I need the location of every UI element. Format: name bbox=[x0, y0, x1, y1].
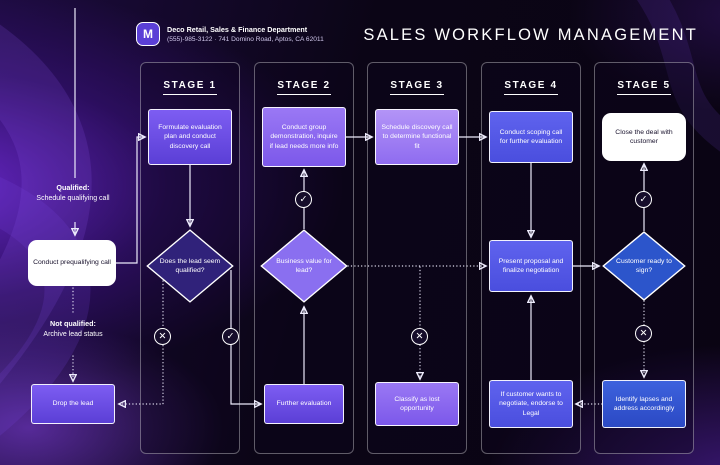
brand-block: M Deco Retail, Sales & Finance Departmen… bbox=[136, 22, 324, 46]
node-close-deal: Close the deal with customer bbox=[602, 113, 686, 161]
node-formulate: Formulate evaluation plan and conduct di… bbox=[148, 109, 232, 165]
decision-business-value-label: Business value for lead? bbox=[276, 257, 332, 274]
node-scoping: Conduct scoping call for further evaluat… bbox=[489, 111, 573, 163]
company-name: Deco Retail, Sales & Finance Department bbox=[167, 25, 308, 34]
cross-icon: ✕ bbox=[411, 328, 428, 345]
company-contact: (555)-985-3122 · 741 Domino Road, Aptos,… bbox=[167, 36, 324, 43]
decision-lead-qualified-label: Does the lead seem qualified? bbox=[159, 257, 221, 274]
node-classify-lost: Classify as lost opportunity bbox=[375, 382, 459, 426]
label-qualified: Qualified: Schedule qualifying call bbox=[35, 183, 111, 204]
label-not-qualified-text: Archive lead status bbox=[43, 331, 103, 339]
check-icon: ✓ bbox=[222, 328, 239, 345]
decision-business-value: Business value for lead? bbox=[260, 229, 348, 303]
stage-4-header: STAGE 4 bbox=[482, 75, 580, 95]
decision-lead-qualified: Does the lead seem qualified? bbox=[146, 229, 234, 303]
decision-ready-sign-label: Customer ready to sign? bbox=[616, 257, 672, 274]
diamond-shape bbox=[602, 231, 686, 301]
stage-2-label: STAGE 2 bbox=[277, 80, 331, 95]
node-endorse-legal: If customer wants to negotiate, endorse … bbox=[489, 380, 573, 428]
label-not-qualified: Not qualified: Archive lead status bbox=[35, 319, 111, 340]
node-identify-lapses-label: Identify lapses and address accordingly bbox=[613, 395, 675, 412]
node-endorse-legal-label: If customer wants to negotiate, endorse … bbox=[499, 391, 563, 417]
node-present-proposal-label: Present proposal and finalize negotiatio… bbox=[498, 257, 564, 274]
diamond-shape bbox=[146, 229, 234, 303]
node-close-deal-label: Close the deal with customer bbox=[615, 128, 673, 145]
node-demo-label: Conduct group demonstration, inquire if … bbox=[269, 124, 339, 150]
node-schedule-call-label: Schedule discovery call to determine fun… bbox=[381, 124, 453, 150]
cross-icon: ✕ bbox=[635, 325, 652, 342]
stage-3-header: STAGE 3 bbox=[368, 75, 466, 95]
stage-2-header: STAGE 2 bbox=[255, 75, 353, 95]
stage-4-label: STAGE 4 bbox=[504, 80, 558, 95]
node-further-evaluation-label: Further evaluation bbox=[276, 400, 332, 408]
company-logo-icon: M bbox=[136, 22, 160, 46]
diamond-shape bbox=[260, 229, 348, 303]
label-qualified-title: Qualified: bbox=[56, 183, 90, 192]
page-title: SALES WORKFLOW MANAGEMENT bbox=[363, 26, 698, 44]
node-prequalify: Conduct prequalifying call bbox=[28, 240, 116, 286]
decision-ready-sign: Customer ready to sign? bbox=[602, 231, 686, 301]
node-prequalify-label: Conduct prequalifying call bbox=[33, 259, 111, 267]
stage-3-label: STAGE 3 bbox=[390, 80, 444, 95]
node-demo: Conduct group demonstration, inquire if … bbox=[262, 107, 346, 167]
label-qualified-text: Schedule qualifying call bbox=[36, 195, 110, 203]
node-identify-lapses: Identify lapses and address accordingly bbox=[602, 380, 686, 428]
check-icon: ✓ bbox=[295, 191, 312, 208]
stage-1-label: STAGE 1 bbox=[163, 80, 217, 95]
stage-1-header: STAGE 1 bbox=[141, 75, 239, 95]
node-further-evaluation: Further evaluation bbox=[264, 384, 344, 424]
node-present-proposal: Present proposal and finalize negotiatio… bbox=[489, 240, 573, 292]
check-icon: ✓ bbox=[635, 191, 652, 208]
node-drop-lead: Drop the lead bbox=[31, 384, 115, 424]
node-classify-lost-label: Classify as lost opportunity bbox=[394, 395, 440, 412]
cross-icon: ✕ bbox=[154, 328, 171, 345]
stage-5-header: STAGE 5 bbox=[595, 75, 693, 95]
label-not-qualified-title: Not qualified: bbox=[50, 319, 96, 328]
node-scoping-label: Conduct scoping call for further evaluat… bbox=[499, 128, 563, 145]
node-formulate-label: Formulate evaluation plan and conduct di… bbox=[158, 124, 222, 150]
node-drop-lead-label: Drop the lead bbox=[52, 400, 94, 408]
brand-text: Deco Retail, Sales & Finance Department … bbox=[167, 25, 324, 43]
node-schedule-call: Schedule discovery call to determine fun… bbox=[375, 109, 459, 165]
stage-5-label: STAGE 5 bbox=[617, 80, 671, 95]
